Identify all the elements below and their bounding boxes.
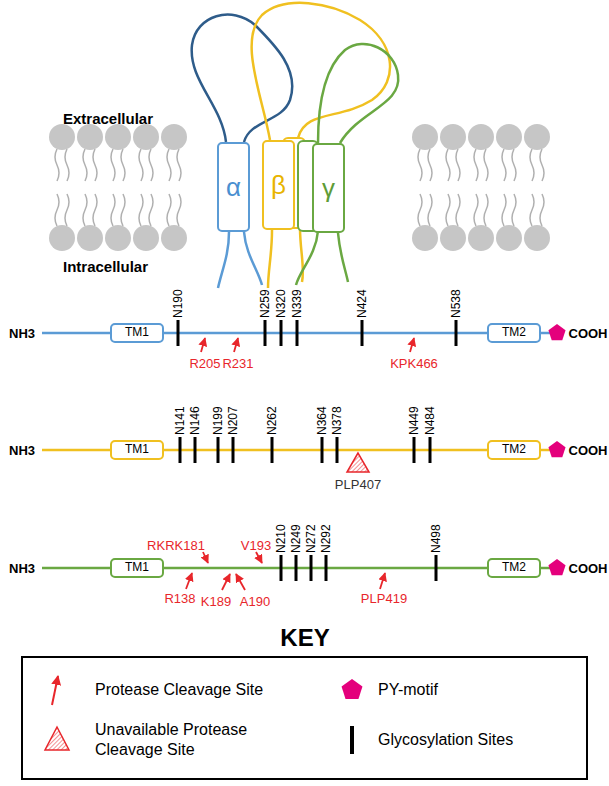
glycosylation-label: N262	[266, 406, 279, 435]
box-text: α	[226, 173, 241, 202]
unavailable-cleavage-symbol	[347, 453, 369, 472]
box-text: TM1	[125, 443, 149, 456]
transmembrane-box: TM1	[110, 323, 164, 343]
legend-heading: KEY	[280, 624, 329, 652]
transmembrane-box: TM1	[110, 558, 164, 578]
legend-text: Unavailable Protease Cleavage Site	[95, 720, 270, 760]
subunit-box: γ	[312, 143, 345, 233]
terminus-label: COOH	[569, 443, 608, 458]
cleavage-label: K189	[201, 594, 231, 609]
cleavage-label: PLP407	[335, 477, 381, 492]
box-text: γ	[322, 174, 335, 203]
glycosylation-label: N538	[450, 289, 463, 318]
cleavage-label: V193	[241, 538, 271, 553]
glycosylation-label: N259	[259, 289, 272, 318]
glycosylation-label: N249	[290, 524, 303, 553]
glycosylation-label: N141	[174, 406, 187, 435]
glycosylation-label: N424	[356, 289, 369, 318]
box-text: TM2	[502, 561, 526, 574]
glycosylation-label: N378	[331, 406, 344, 435]
cleavage-arrows	[186, 338, 414, 590]
transmembrane-box: TM2	[487, 440, 541, 460]
glycosylation-label: N484	[424, 406, 437, 435]
subunit-box: β	[262, 140, 295, 230]
subunit-box: α	[217, 142, 250, 232]
subunit-loops	[192, 3, 399, 143]
glycosylation-ticks	[177, 320, 458, 581]
region-label: Extracellular	[63, 110, 153, 127]
terminal-segments	[42, 333, 550, 568]
transmembrane-box: TM2	[487, 558, 541, 578]
legend-text: Glycosylation Sites	[378, 730, 513, 750]
cleavage-label: R205	[189, 356, 220, 371]
subunit-tails	[218, 228, 348, 288]
cleavage-label: A190	[240, 594, 270, 609]
glycosylation-label: N449	[408, 406, 421, 435]
py-motif-symbol	[548, 324, 565, 575]
cleavage-label: R231	[222, 356, 253, 371]
glycosylation-label: N292	[320, 524, 333, 553]
cleavage-label: PLP419	[361, 591, 407, 606]
glycosylation-label: N190	[172, 289, 185, 318]
glycosylation-label: N320	[275, 289, 288, 318]
legend-text: PY-motif	[378, 680, 438, 700]
box-text: TM2	[502, 326, 526, 339]
legend-text: Protease Cleavage Site	[95, 680, 263, 700]
glycosylation-label: N498	[430, 524, 443, 553]
glycosylation-label: N364	[316, 406, 329, 435]
cleavage-label: KPK466	[390, 356, 438, 371]
cleavage-label: R138	[164, 591, 195, 606]
glycosylation-label: N146	[189, 406, 202, 435]
glycosylation-label: N207	[227, 406, 240, 435]
terminus-label: COOH	[569, 561, 608, 576]
glycosylation-label: N199	[212, 406, 225, 435]
glycosylation-label: N210	[275, 524, 288, 553]
transmembrane-box: TM2	[487, 323, 541, 343]
cleavage-label: RKRK181	[147, 538, 205, 553]
transmembrane-box: TM1	[110, 440, 164, 460]
backbone-line	[164, 449, 487, 452]
terminus-label: NH3	[9, 326, 35, 341]
box-text: TM1	[125, 561, 149, 574]
region-label: Intracellular	[63, 258, 148, 275]
box-text: β	[271, 171, 286, 200]
terminus-label: COOH	[569, 326, 608, 341]
box-text: TM1	[125, 326, 149, 339]
key-box	[22, 657, 587, 779]
glycosylation-label: N272	[305, 524, 318, 553]
terminus-label: NH3	[9, 443, 35, 458]
box-text: TM2	[502, 443, 526, 456]
glycosylation-label: N339	[291, 289, 304, 318]
terminus-label: NH3	[9, 561, 35, 576]
backbone-line	[164, 332, 487, 335]
